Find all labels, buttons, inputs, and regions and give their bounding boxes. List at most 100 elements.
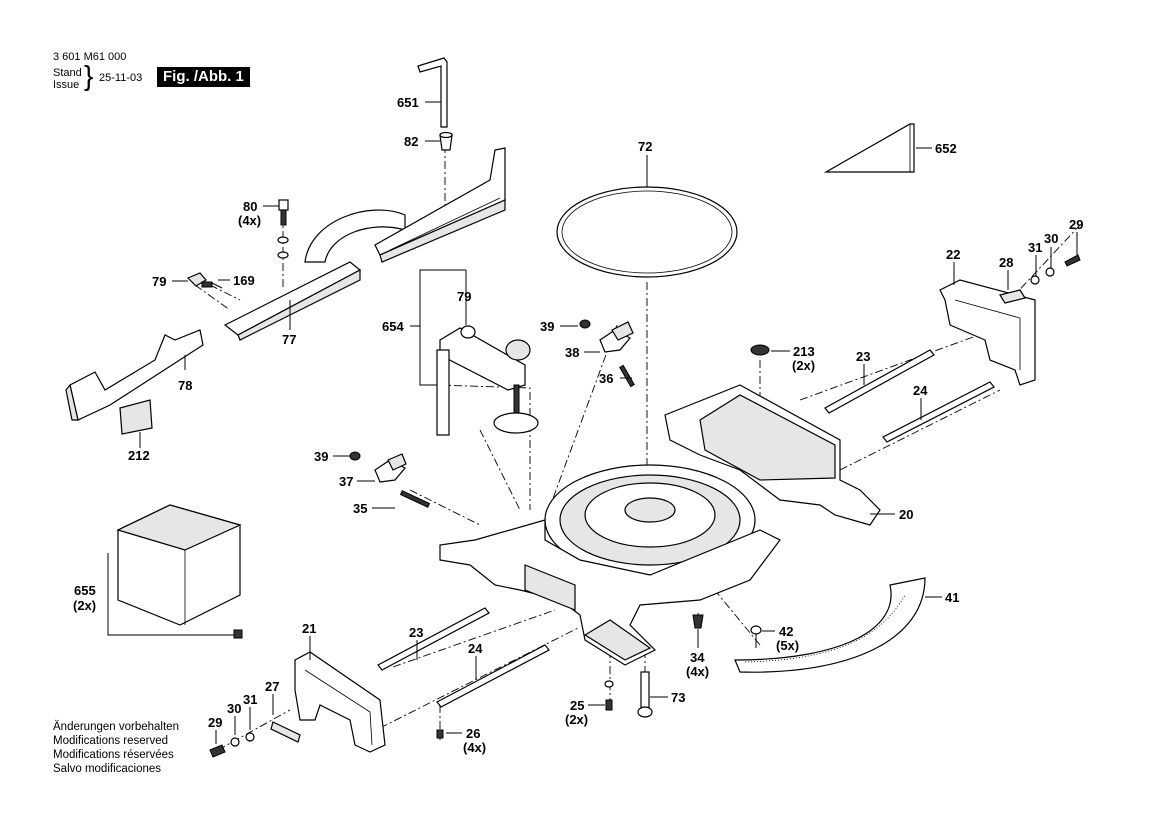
- callout-37: 37: [339, 474, 353, 489]
- part-30-washer-left[interactable]: [230, 737, 240, 747]
- part-24-rod-left[interactable]: [436, 644, 550, 708]
- notice-en: Modifications reserved: [53, 735, 169, 747]
- callout-29-right: 29: [1069, 217, 1083, 232]
- callout-651: 651: [397, 95, 419, 110]
- part-35-bolt[interactable]: [399, 490, 431, 508]
- notice-de: Änderungen vorbehalten: [53, 721, 179, 733]
- part-655-storage-box[interactable]: [116, 504, 243, 639]
- part-23-rod-left[interactable]: [377, 607, 490, 671]
- callout-38: 38: [565, 345, 579, 360]
- callout-39-upper: 39: [540, 319, 554, 334]
- part-20-base[interactable]: [439, 384, 881, 666]
- callout-42: 42: [779, 624, 793, 639]
- part-39-screw-upper[interactable]: [579, 319, 591, 329]
- callout-39-lower: 39: [314, 449, 328, 464]
- modifications-notice: Änderungen vorbehalten Modifications res…: [53, 720, 179, 776]
- part-21-bracket[interactable]: [294, 651, 386, 753]
- callout-27: 27: [265, 679, 279, 694]
- notice-fr: Modifications réservées: [53, 749, 174, 761]
- part-78-sub-fence[interactable]: [65, 329, 204, 421]
- callout-20: 20: [899, 507, 913, 522]
- part-38-lever[interactable]: [599, 321, 634, 353]
- part-42-screw[interactable]: [750, 625, 762, 648]
- callout-labels: 651 82 80 (4x) 79 169 77 78 212 654 79 7…: [73, 95, 1083, 755]
- callout-22: 22: [946, 247, 960, 262]
- callout-30-left: 30: [227, 701, 241, 716]
- notice-es: Salvo modificaciones: [53, 763, 162, 775]
- part-41-miter-scale[interactable]: [734, 577, 926, 673]
- callout-26-qty: (4x): [463, 740, 486, 755]
- part-26-set-screw[interactable]: [436, 729, 444, 739]
- stand-label: Stand: [53, 67, 82, 79]
- part-31-washer-right[interactable]: [1030, 275, 1040, 285]
- callout-23-right: 23: [856, 349, 870, 364]
- part-36-bolt[interactable]: [619, 364, 635, 388]
- part-25-screw[interactable]: [604, 680, 614, 711]
- part-652-angle-ruler[interactable]: [823, 123, 915, 173]
- part-30-washer-right[interactable]: [1045, 267, 1055, 277]
- part-29-screw-right[interactable]: [1064, 254, 1081, 267]
- callout-652: 652: [935, 141, 957, 156]
- callout-24-right: 24: [913, 383, 928, 398]
- callout-34-qty: (4x): [686, 664, 709, 679]
- part-169-pin[interactable]: [211, 282, 223, 289]
- issue-date: 25-11-03: [99, 72, 143, 84]
- callout-79-clamp: 79: [457, 289, 471, 304]
- callout-655-qty: (2x): [73, 598, 96, 613]
- callout-31-left: 31: [243, 692, 257, 707]
- callout-73: 73: [671, 690, 685, 705]
- callout-31-right: 31: [1028, 240, 1042, 255]
- part-23-rod-right[interactable]: [824, 349, 935, 414]
- part-77-fence[interactable]: [223, 147, 506, 341]
- callout-25-qty: (2x): [565, 712, 588, 727]
- part-73-bolt[interactable]: [637, 671, 653, 718]
- callout-21: 21: [302, 621, 316, 636]
- part-34-foot[interactable]: [692, 614, 704, 629]
- part-651-hex-key[interactable]: [417, 57, 448, 128]
- part-31-washer-left[interactable]: [245, 732, 255, 742]
- callout-82: 82: [404, 134, 418, 149]
- part-82-plug[interactable]: [439, 131, 453, 151]
- callout-77: 77: [282, 332, 296, 347]
- part-72-belt-ring[interactable]: [556, 186, 738, 278]
- callout-24-left: 24: [468, 641, 483, 656]
- callout-72: 72: [638, 139, 652, 154]
- callout-36: 36: [599, 371, 613, 386]
- callout-79-left: 79: [152, 274, 166, 289]
- callout-213-qty: (2x): [792, 358, 815, 373]
- part-number: 3 601 M61 000: [53, 51, 127, 63]
- leader-lines: [107, 101, 1078, 744]
- callout-212: 212: [128, 448, 150, 463]
- callout-26: 26: [466, 726, 480, 741]
- callout-23-left: 23: [409, 625, 423, 640]
- part-212-clip[interactable]: [119, 399, 153, 435]
- callout-30-right: 30: [1044, 231, 1058, 246]
- callout-655: 655: [74, 583, 96, 598]
- callout-169: 169: [233, 273, 255, 288]
- figure-label: Fig. /Abb. 1: [157, 67, 250, 87]
- part-37-lever[interactable]: [374, 453, 407, 483]
- callout-34: 34: [690, 650, 705, 665]
- callout-654: 654: [382, 319, 404, 334]
- part-80-screw[interactable]: [277, 199, 289, 259]
- part-654-clamp[interactable]: [436, 325, 539, 436]
- callout-35: 35: [353, 501, 367, 516]
- part-24-rod-right[interactable]: [882, 381, 995, 443]
- callout-28: 28: [999, 255, 1013, 270]
- part-39-screw-lower[interactable]: [349, 451, 361, 461]
- part-28-pad[interactable]: [999, 289, 1026, 304]
- callout-25: 25: [570, 698, 584, 713]
- part-29-screw-left[interactable]: [209, 744, 226, 758]
- callout-42-qty: (5x): [776, 638, 799, 653]
- brace-glyph: }: [84, 60, 94, 91]
- part-27-pad[interactable]: [270, 721, 301, 743]
- callout-41: 41: [945, 590, 959, 605]
- part-79-knob[interactable]: [186, 272, 213, 288]
- callout-80: 80: [243, 199, 257, 214]
- callout-78: 78: [178, 378, 192, 393]
- part-213-cap[interactable]: [750, 344, 770, 356]
- callout-29-left: 29: [208, 715, 222, 730]
- callout-213: 213: [793, 344, 815, 359]
- assembly-lines: [194, 145, 1081, 751]
